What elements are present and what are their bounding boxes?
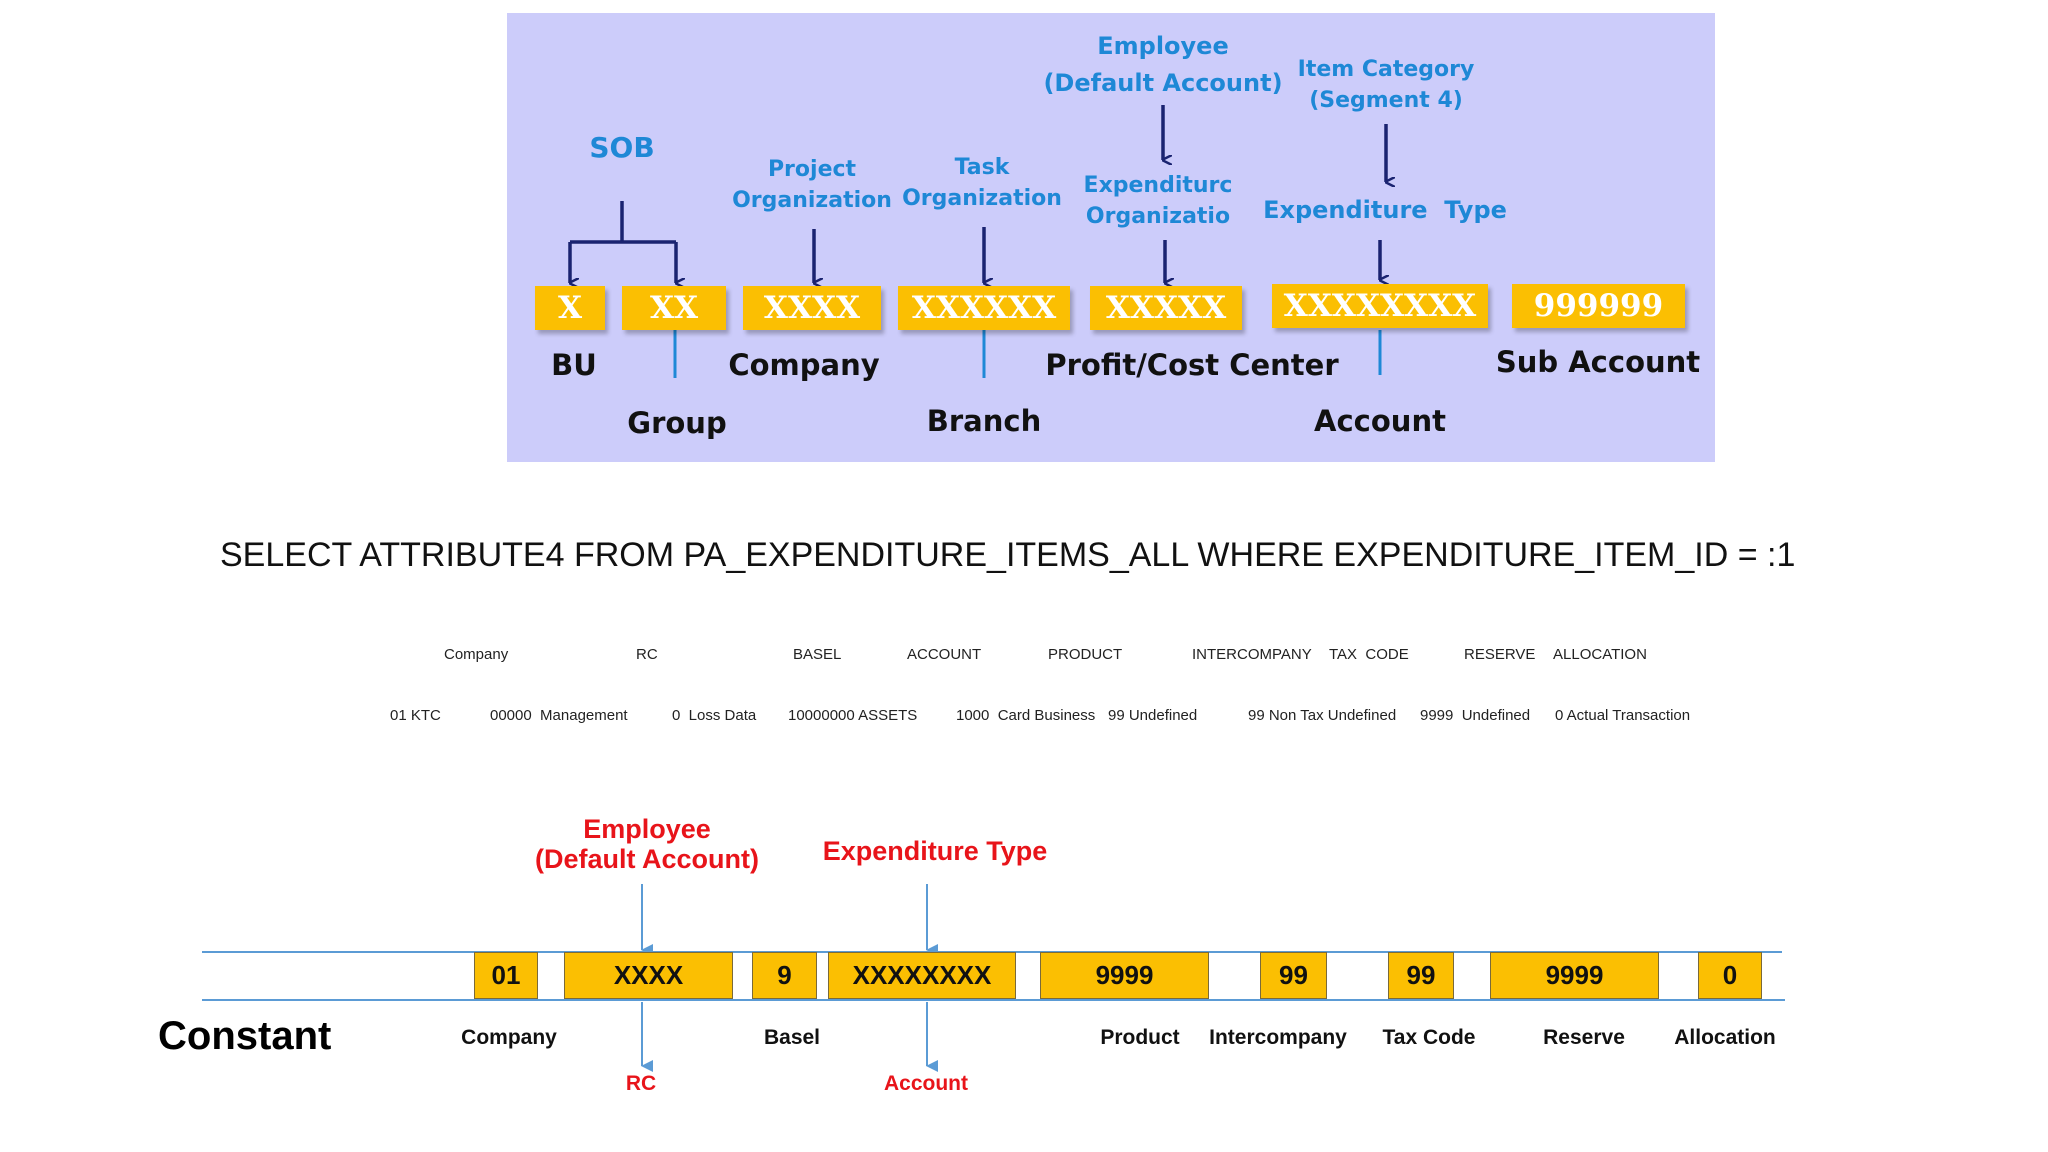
table-header: TAX CODE — [1329, 646, 1409, 663]
segment-name-allocation: Allocation — [1674, 1026, 1776, 1049]
task-org-line1: Task — [954, 155, 1010, 180]
employee-line1: Employee — [1097, 32, 1229, 60]
project-org-label: Project Organization — [732, 154, 892, 216]
segment-box-basel-value: 9 — [752, 952, 817, 999]
employee-red-line1: Employee — [583, 814, 711, 844]
table-header: PRODUCT — [1048, 646, 1123, 663]
segment-name-bu: BU — [551, 348, 597, 382]
expenditure-org-label: Expenditurc Organizatio — [1084, 170, 1233, 232]
segment-box-reserve-value: 9999 — [1490, 952, 1659, 999]
table-header: RESERVE — [1464, 646, 1536, 663]
item-category-label: Item Category (Segment 4) — [1298, 54, 1475, 116]
table-header: INTERCOMPANY — [1192, 646, 1312, 663]
segment-name-company-bottom: Company — [461, 1026, 557, 1049]
segment-box-company: XXXX — [743, 286, 881, 330]
segment-box-intercompany-value: 99 — [1260, 952, 1327, 999]
item-category-line2: (Segment 4) — [1309, 88, 1463, 113]
sob-label: SOB — [589, 131, 655, 164]
sql-query: SELECT ATTRIBUTE4 FROM PA_EXPENDITURE_IT… — [220, 536, 1796, 574]
expenditure-type-red-label: Expenditure Type — [822, 836, 1048, 866]
segment-box-cost-center: XXXXX — [1090, 286, 1242, 330]
table-cell: 0 Loss Data — [672, 707, 757, 724]
table-cell: 99 Undefined — [1108, 707, 1198, 724]
segment-name-basel: Basel — [763, 1026, 821, 1049]
table-header: RC — [636, 646, 658, 663]
constant-label: Constant — [158, 1014, 332, 1058]
table-cell: 01 KTC — [390, 707, 441, 724]
segment-name-group: Group — [627, 406, 727, 440]
segment-box-account-value: XXXXXXXX — [828, 952, 1016, 999]
table-header: BASEL — [793, 646, 842, 663]
segment-name-intercompany: Intercompany — [1209, 1026, 1347, 1049]
task-org-line2: Organization — [902, 186, 1062, 211]
employee-red-line2: (Default Account) — [535, 844, 759, 874]
item-category-line1: Item Category — [1297, 57, 1475, 82]
table-cell: 99 Non Tax Undefined — [1248, 707, 1397, 724]
table-cell: 10000000 ASSETS — [788, 707, 918, 724]
segment-name-cost-center: Profit/Cost Center — [1045, 348, 1339, 382]
table-header: Company — [444, 646, 509, 663]
segment-name-sub-account: Sub Account — [1495, 345, 1701, 379]
table-cell: 0 Actual Transaction — [1555, 707, 1691, 724]
table-header: ACCOUNT — [907, 646, 982, 663]
expenditure-type-label: Expenditure Type — [1263, 196, 1507, 224]
segment-box-tax-code-value: 99 — [1388, 952, 1454, 999]
segment-name-reserve: Reserve — [1543, 1026, 1625, 1049]
segment-box-bu: X — [535, 286, 605, 330]
segment-box-product-value: 9999 — [1040, 952, 1209, 999]
segment-box-allocation-value: 0 — [1698, 952, 1762, 999]
employee-label: Employee (Default Account) — [1043, 28, 1282, 102]
sob-bracket — [568, 201, 676, 283]
rc-red-label: RC — [625, 1072, 657, 1095]
expenditure-org-line2: Organizatio — [1085, 204, 1231, 229]
employee-line2: (Default Account) — [1043, 69, 1283, 97]
table-cell: 1000 Card Business — [956, 707, 1096, 724]
table-header: ALLOCATION — [1553, 646, 1647, 663]
table-cell: 9999 Undefined — [1420, 707, 1531, 724]
task-org-label: Task Organization — [902, 152, 1062, 214]
segment-box-group: XX — [622, 286, 726, 330]
segment-box-sub-account: 999999 — [1512, 284, 1685, 328]
account-red-label: Account — [884, 1072, 968, 1095]
segment-name-company: Company — [728, 348, 880, 382]
segment-name-tax-code: Tax Code — [1382, 1026, 1476, 1049]
segment-name-account: Account — [1314, 404, 1446, 438]
table-cell: 00000 Management — [490, 707, 628, 724]
segment-box-rc-value: XXXX — [564, 952, 733, 999]
segment-name-product: Product — [1100, 1026, 1180, 1049]
segment-name-branch: Branch — [926, 404, 1042, 438]
segment-box-account: XXXXXXXX — [1272, 284, 1488, 328]
segment-diagram-panel — [507, 13, 1715, 462]
employee-default-account-label: Employee (Default Account) — [535, 814, 759, 874]
project-org-line1: Project — [767, 157, 857, 182]
expenditure-org-line1: Expenditurc — [1083, 173, 1233, 198]
segment-box-branch: XXXXXX — [898, 286, 1070, 330]
segment-box-company-value: 01 — [474, 952, 538, 999]
project-org-line2: Organization — [732, 188, 892, 213]
